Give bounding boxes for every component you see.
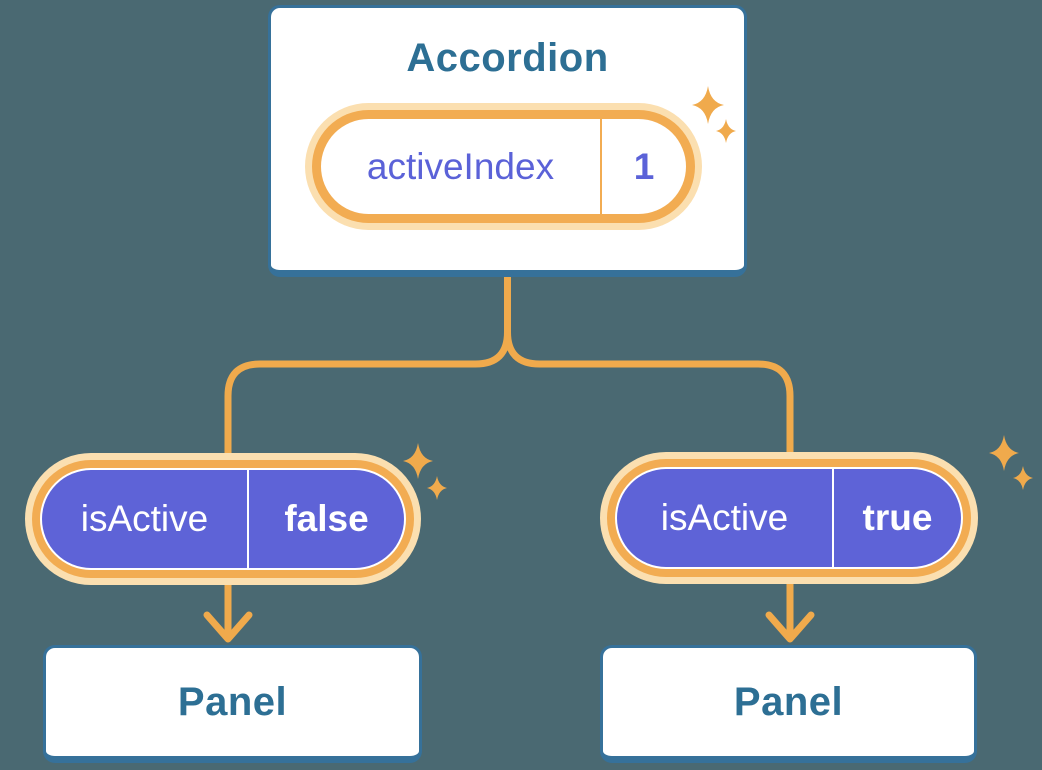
- pill-divider: [600, 119, 602, 214]
- sparkle-icon: [989, 435, 1019, 471]
- prop-pill-ring: isActive true: [607, 459, 971, 577]
- panel-left-title: Panel: [177, 679, 288, 724]
- prop-pill-right-label: isActive: [660, 497, 789, 538]
- state-pill-value: 1: [633, 145, 655, 187]
- sparkle-icon: [1013, 466, 1033, 490]
- pill-divider: [832, 469, 834, 567]
- arrow-right-head-icon: [765, 611, 815, 643]
- accordion-title: Accordion: [406, 36, 609, 80]
- prop-pill-left-value: false: [284, 498, 369, 539]
- connector-left-branch: [224, 268, 511, 464]
- connector-right-branch: [504, 268, 794, 464]
- state-pill-label: activeIndex: [366, 145, 555, 187]
- arrow-left-head-icon: [203, 611, 253, 643]
- state-pill: activeIndex 1: [305, 103, 702, 230]
- state-pill-ring: activeIndex 1: [312, 110, 695, 223]
- panel-right-title: Panel: [733, 679, 844, 724]
- prop-pill-left-label: isActive: [80, 498, 209, 539]
- panel-box-right: Panel: [600, 645, 977, 763]
- prop-pill-right: isActive true: [600, 452, 978, 584]
- panel-box-left: Panel: [43, 645, 422, 763]
- prop-pill-ring: isActive false: [32, 460, 414, 578]
- sparkle-icon: [427, 476, 447, 500]
- pill-divider: [247, 470, 249, 568]
- prop-pill-right-value: true: [862, 497, 933, 538]
- sparkle-icon: [403, 443, 433, 479]
- prop-pill-left: isActive false: [25, 453, 421, 585]
